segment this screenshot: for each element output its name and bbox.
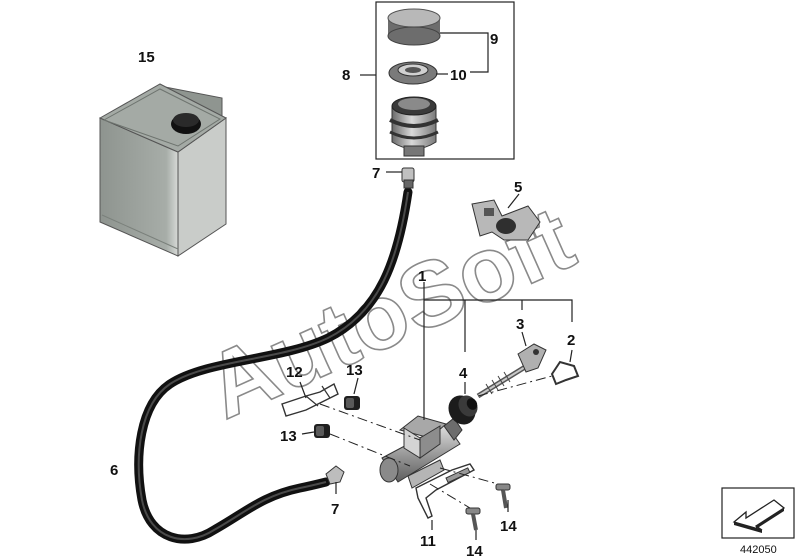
part-13-rubber-mount-top [344,377,360,410]
part-12-bracket [281,381,339,417]
part-2-clip [550,349,580,386]
part-13-rubber-mount-bottom [301,424,330,438]
callout-8: 8 [342,67,350,84]
callout-14-right: 14 [500,518,517,535]
callout-14-bottom: 14 [466,543,483,560]
part-7-hose-clamp-top [386,167,415,189]
callout-2: 2 [567,332,575,349]
arrow-down-left-icon [732,499,786,533]
callout-10: 10 [450,67,467,84]
part-15-brake-fluid-can [98,83,227,257]
document-number: 442050 [740,544,777,556]
callout-13-top: 13 [346,362,363,379]
part-3-push-rod [476,331,547,399]
callout-4: 4 [459,365,468,382]
part-14-screw-bottom [465,507,481,540]
part-6-hose [134,187,413,544]
part-8-reservoir [389,96,439,157]
callout-7-bottom: 7 [331,501,339,518]
callout-12: 12 [286,364,303,381]
assembly-axes [319,375,553,509]
part-5-bracket [471,193,541,241]
callout-3: 3 [516,316,524,333]
callout-5: 5 [514,179,522,196]
callout-7-top: 7 [372,165,380,182]
part-14-screw-right [495,483,511,512]
callout-15: 15 [138,49,155,66]
callout-1: 1 [418,268,426,285]
part-1-master-cylinder [379,415,463,489]
part-10-diaphragm [388,61,438,85]
part-4-rubber-boot [448,382,478,425]
callout-11: 11 [420,533,436,550]
callout-13-bottom: 13 [280,428,297,445]
callout-9: 9 [490,31,498,48]
part-9-reservoir-cap [387,8,441,46]
next-diagram-arrow[interactable] [721,487,795,539]
callout-labels: 15 9 8 10 7 5 1 3 2 4 12 13 13 6 7 14 11… [110,31,575,560]
part-11-holder [415,463,476,530]
reservoir-detail-box [360,1,515,160]
callout-6: 6 [110,462,118,479]
part-7-hose-clamp-bottom [325,465,345,494]
